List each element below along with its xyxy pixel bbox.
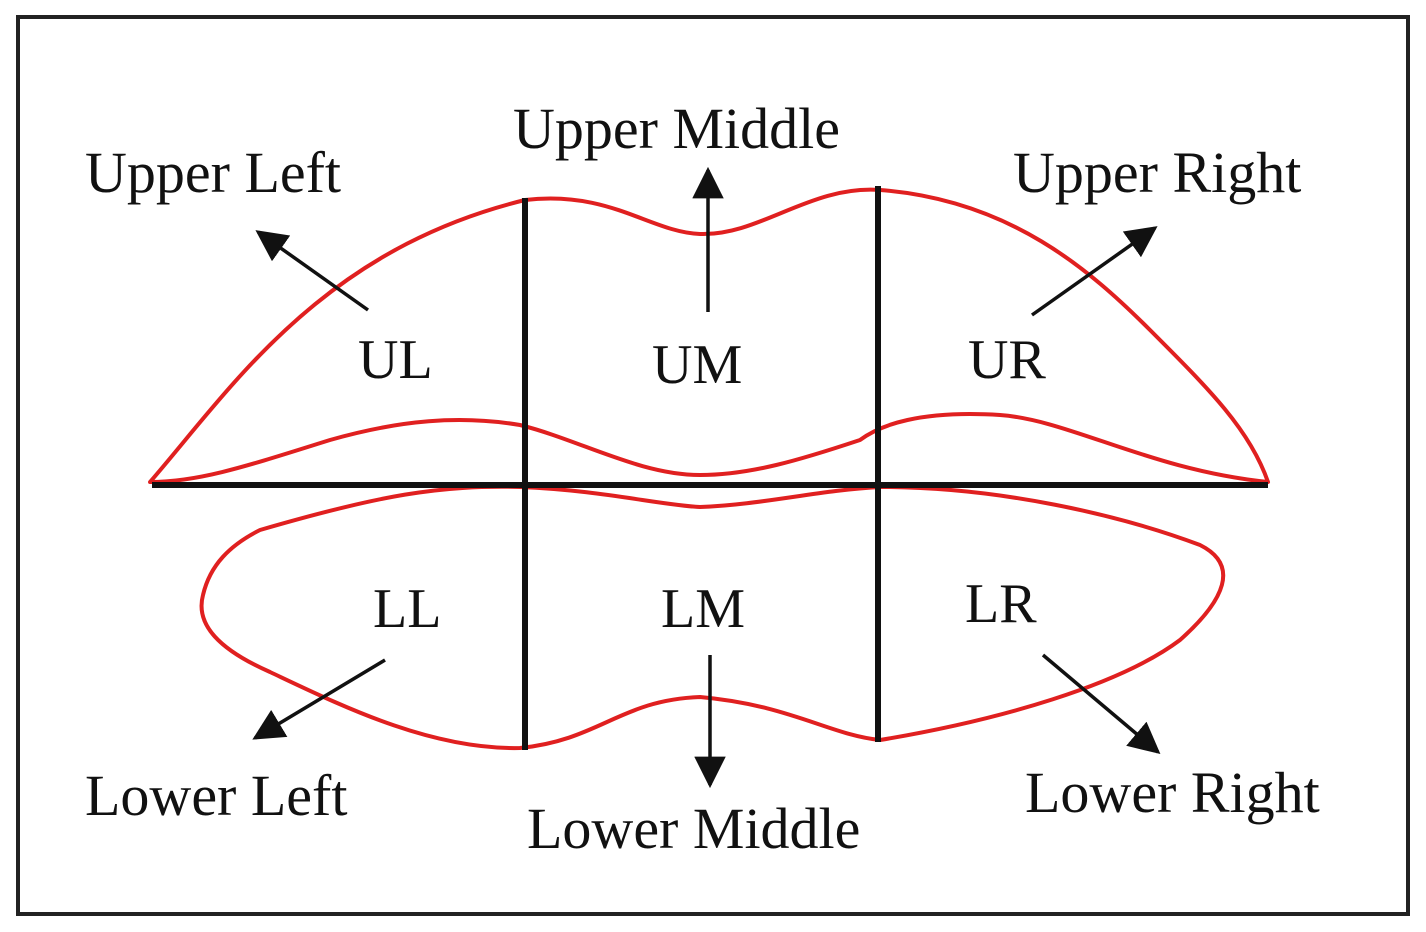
upper-right-label: Upper Right (1013, 140, 1301, 205)
upper-left-arrow (255, 230, 370, 312)
upper-middle-label: Upper Middle (513, 96, 840, 161)
upper-middle-code: UM (652, 334, 742, 396)
lower-right-arrow (1041, 653, 1161, 755)
lower-right-code: LR (965, 573, 1037, 635)
lower-lip-outline (199, 484, 1226, 751)
lower-middle-label: Lower Middle (527, 796, 860, 861)
upper-left-code: UL (358, 329, 433, 391)
lower-middle-code: LM (661, 578, 745, 640)
lower-left-arrow (252, 658, 386, 740)
upper-right-code: UR (968, 329, 1046, 391)
upper-right-arrow (1030, 226, 1158, 317)
lower-left-label: Lower Left (85, 763, 347, 828)
upper-lip-outline (148, 187, 1270, 484)
lower-right-label: Lower Right (1025, 760, 1320, 825)
upper-left-label: Upper Left (85, 140, 341, 205)
lower-left-code: LL (373, 578, 441, 640)
